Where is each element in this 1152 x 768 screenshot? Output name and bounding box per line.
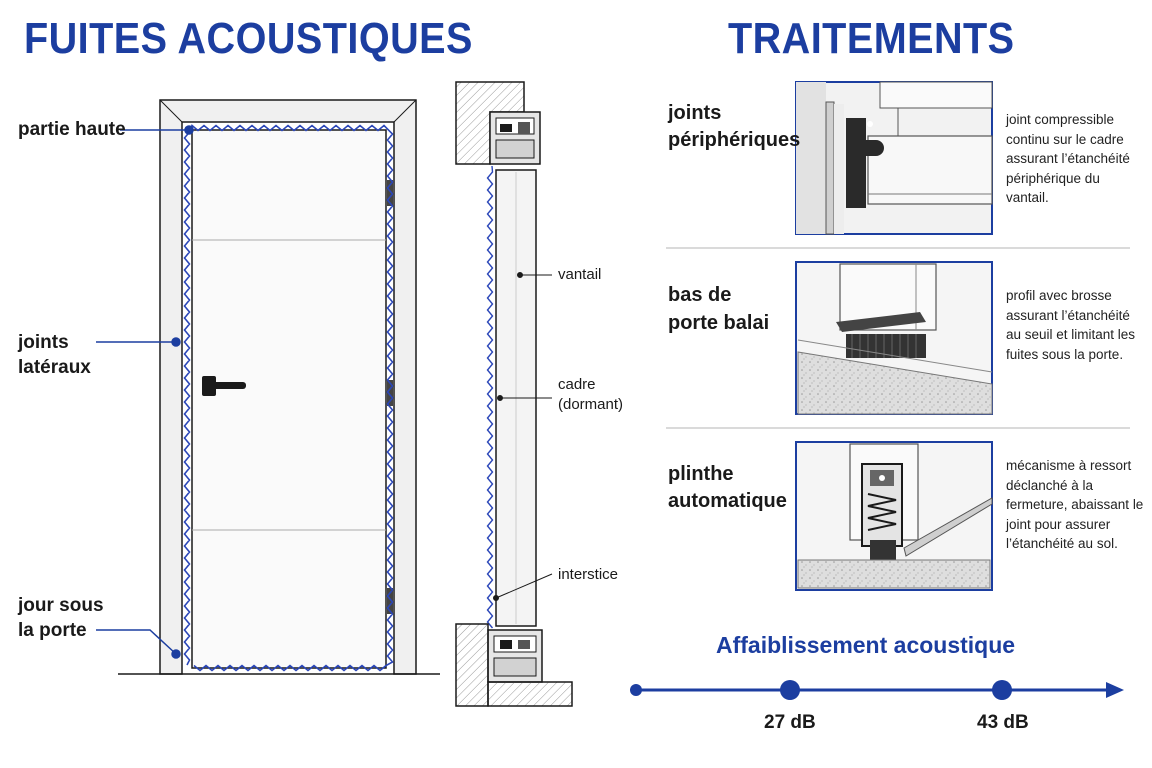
left-leaders — [96, 125, 194, 659]
label-bottom-line1: jour sous — [18, 595, 104, 616]
vertical-section — [455, 81, 573, 707]
section-bottom-wall — [455, 623, 489, 707]
treatment-image-automatic-seal — [795, 441, 993, 591]
door-handle — [202, 376, 246, 396]
acoustic-leak-path — [183, 124, 394, 672]
section-label-frame-line2: (dormant) — [558, 396, 624, 413]
label-top: partie haute — [18, 119, 126, 140]
scale-title: Affaiblissement acoustique — [716, 632, 1016, 658]
treatment-separators — [666, 247, 1130, 429]
section-label-frame-line1: cadre — [558, 376, 596, 393]
right-title: TRAITEMENTS — [728, 14, 1015, 63]
scale-start-dot — [630, 684, 642, 696]
treatment-2-name-line2: porte balai — [668, 312, 770, 334]
label-bottom-line2: la porte — [18, 620, 87, 641]
treatment-3-name-line2: automatique — [668, 490, 787, 512]
label-sides-line1: joints — [18, 332, 69, 353]
section-label-leaf: vantail — [558, 266, 602, 283]
treatment-1-description: joint compressible continu sur le cadre … — [1006, 112, 1130, 205]
scale-point-43 — [992, 680, 1012, 700]
treatment-1-name-line2: périphériques — [668, 129, 801, 151]
section-gap-wave — [486, 165, 494, 629]
label-sides-line2: latéraux — [18, 357, 91, 378]
treatment-3-description: mécanisme à ressort déclanché à la ferme… — [1006, 458, 1144, 551]
treatment-2-name-line1: bas de — [668, 284, 732, 306]
treatment-image-door-sweep — [795, 261, 993, 415]
door-elevation — [118, 99, 440, 675]
left-title: FUITES ACOUSTIQUES — [24, 14, 473, 63]
section-floor — [487, 681, 573, 707]
door-leaf — [191, 129, 387, 669]
section-bottom-frame — [487, 629, 543, 683]
scale-point-27 — [780, 680, 800, 700]
scale-value-43: 43 dB — [977, 712, 1029, 733]
treatment-2-description: profil avec brosse assurant l’étanchéité… — [1006, 288, 1136, 362]
scale-value-27: 27 dB — [764, 712, 816, 733]
hinge-middle — [387, 380, 393, 406]
treatment-3-name-line1: plinthe — [668, 463, 734, 485]
hinge-bottom — [387, 588, 393, 614]
hinge-top — [387, 180, 393, 206]
scale-arrow-head — [1106, 682, 1124, 698]
acoustic-scale — [630, 680, 1124, 700]
section-label-gap: interstice — [558, 566, 619, 583]
treatment-1-name-line1: joints — [668, 102, 722, 124]
section-top-frame — [489, 111, 541, 165]
treatment-image-peripheral-joints — [795, 81, 993, 235]
